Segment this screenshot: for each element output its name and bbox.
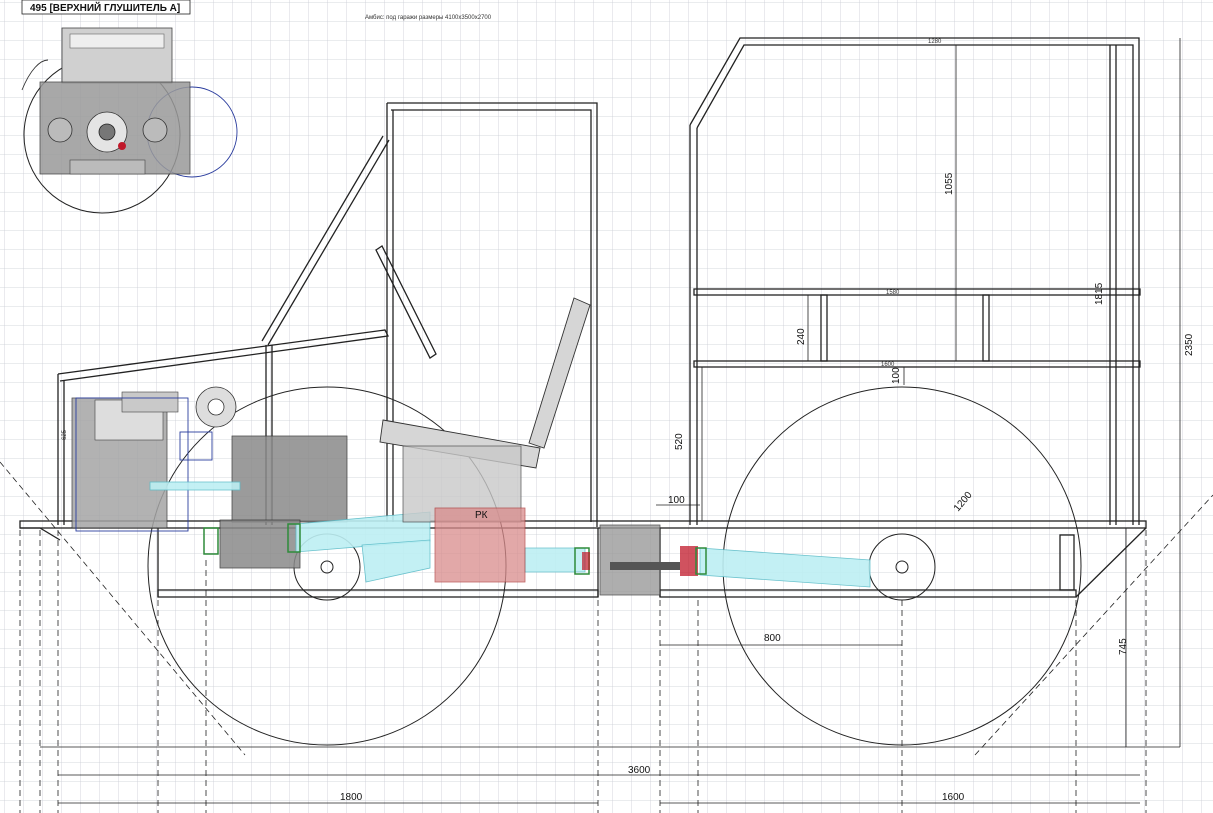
dim-1600: 1600	[942, 792, 965, 803]
front-cab-frame	[57, 102, 598, 527]
dim-1600-mid: 1600	[881, 362, 895, 368]
dim-1055: 1055	[944, 172, 955, 195]
dim-100-horizontal: 100	[668, 495, 685, 506]
dimension-lines	[0, 38, 1213, 813]
dim-625-side: 625	[62, 429, 68, 440]
dim-520: 520	[674, 433, 685, 450]
dim-1280: 1280	[928, 39, 942, 45]
top-note: Амбис: под гаражи размеры 4100х3500х2700	[365, 15, 492, 21]
dim-745: 745	[1118, 638, 1129, 655]
dim-1815: 1815	[1094, 282, 1105, 305]
dim-240: 240	[796, 328, 807, 345]
drivetrain: РК	[71, 297, 871, 596]
transfer-case	[434, 507, 526, 583]
rk-label: РК	[475, 510, 488, 521]
seat-back	[528, 297, 591, 449]
dim-2350: 2350	[1184, 333, 1195, 356]
rear-shaft	[699, 547, 871, 588]
dim-1580: 1580	[886, 290, 900, 296]
mid-shaft	[524, 547, 586, 573]
dim-1800: 1800	[340, 792, 363, 803]
dim-100-vertical: 100	[891, 367, 902, 384]
dim-800: 800	[764, 633, 781, 644]
dim-3600: 3600	[628, 765, 651, 776]
engine-inset: 495 [ВЕРХНИЙ ГЛУШИТЕЛЬ А]	[21, 0, 238, 214]
differential	[599, 524, 661, 596]
gearbox	[231, 435, 348, 523]
engine-label: 495 [ВЕРХНИЙ ГЛУШИТЕЛЬ А]	[30, 1, 180, 14]
